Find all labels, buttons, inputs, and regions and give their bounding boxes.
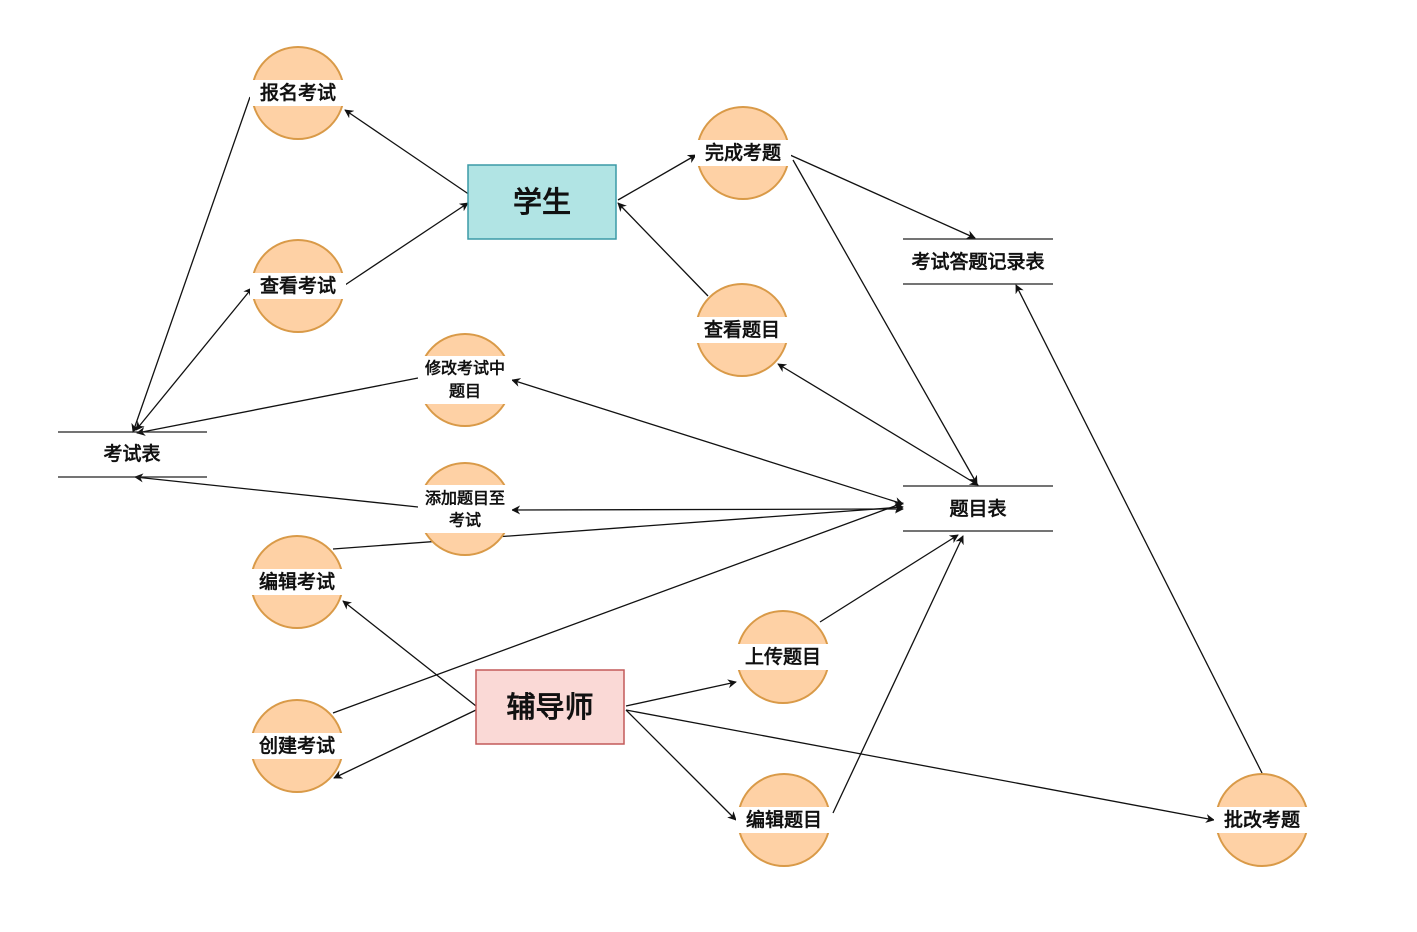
process-register-exam: 报名考试 <box>250 46 346 140</box>
store-question-table: 题目表 <box>903 485 1053 532</box>
store-answer-record-table: 考试答题记录表 <box>903 238 1053 285</box>
flow-add-question-exam-table <box>134 473 419 508</box>
store-label: 考试表 <box>103 442 161 465</box>
flow-counselor-create-exam <box>333 709 477 779</box>
entity-counselor: 辅导师 <box>475 669 625 745</box>
entity-box <box>475 669 625 745</box>
process-label: 查看考试 <box>259 274 336 297</box>
process-label-line1: 修改考试中 <box>424 359 505 378</box>
process-label: 创建考试 <box>258 734 335 757</box>
flow-upload-question-question-table <box>819 534 959 623</box>
flow-complete-question-question-table <box>792 159 978 485</box>
process-label: 编辑题目 <box>746 808 822 831</box>
flow-question-table-add-question <box>511 504 904 515</box>
process-label: 批改考题 <box>1224 808 1300 831</box>
flow-counselor-edit-exam <box>342 600 477 707</box>
store-label: 题目表 <box>949 497 1007 520</box>
flow-modify-question-exam-table <box>136 377 419 436</box>
process-modify-exam-question: 修改考试中 题目 <box>418 333 512 427</box>
process-label: 报名考试 <box>260 81 336 104</box>
flow-view-exam-student <box>344 202 469 286</box>
store-label: 考试答题记录表 <box>911 250 1045 273</box>
process-label: 编辑考试 <box>259 570 335 593</box>
process-add-question-to-exam: 添加题目至 考试 <box>418 462 512 556</box>
flow-question-table-modify-question <box>511 378 904 506</box>
flow-question-table-view-question <box>777 363 979 486</box>
flow-counselor-edit-question <box>625 709 737 821</box>
process-view-question: 查看题目 <box>694 283 790 377</box>
entity-label: 学生 <box>513 185 571 219</box>
flow-edit-question-question-table <box>832 535 964 814</box>
process-label: 上传题目 <box>745 645 821 668</box>
process-upload-question: 上传题目 <box>735 610 831 704</box>
process-create-exam: 创建考试 <box>249 699 345 793</box>
entity-label: 辅导师 <box>506 690 593 724</box>
process-grade-question: 批改考题 <box>1214 773 1310 867</box>
process-edit-exam: 编辑考试 <box>249 535 345 629</box>
process-view-exam: 查看考试 <box>250 239 346 333</box>
entity-box <box>467 164 617 240</box>
process-label: 完成考题 <box>705 141 781 164</box>
flow-student-register-exam <box>344 109 471 196</box>
process-edit-question: 编辑题目 <box>736 773 832 867</box>
process-complete-question: 完成考题 <box>695 106 791 200</box>
flows <box>131 96 1263 823</box>
process-label-line2: 题目 <box>449 382 481 401</box>
flow-register-exam-exam-table <box>131 96 251 433</box>
flow-student-complete-question <box>617 154 697 201</box>
entity-student: 学生 <box>467 164 617 240</box>
process-label-line2: 考试 <box>449 511 481 530</box>
flow-counselor-upload-question <box>625 679 737 707</box>
store-exam-table: 考试表 <box>58 431 207 478</box>
process-label: 查看题目 <box>703 318 780 341</box>
flow-edit-exam-question-table <box>332 503 904 550</box>
flow-view-question-student <box>617 202 709 297</box>
process-label-line1: 添加题目至 <box>425 489 505 508</box>
flow-create-exam-question-table <box>332 501 904 714</box>
flow-grade-question-answer-record <box>1015 284 1263 774</box>
flow-exam-table-view-exam <box>135 287 253 431</box>
flow-complete-question-answer-record <box>789 154 976 239</box>
flow-counselor-grade-question <box>625 709 1215 823</box>
